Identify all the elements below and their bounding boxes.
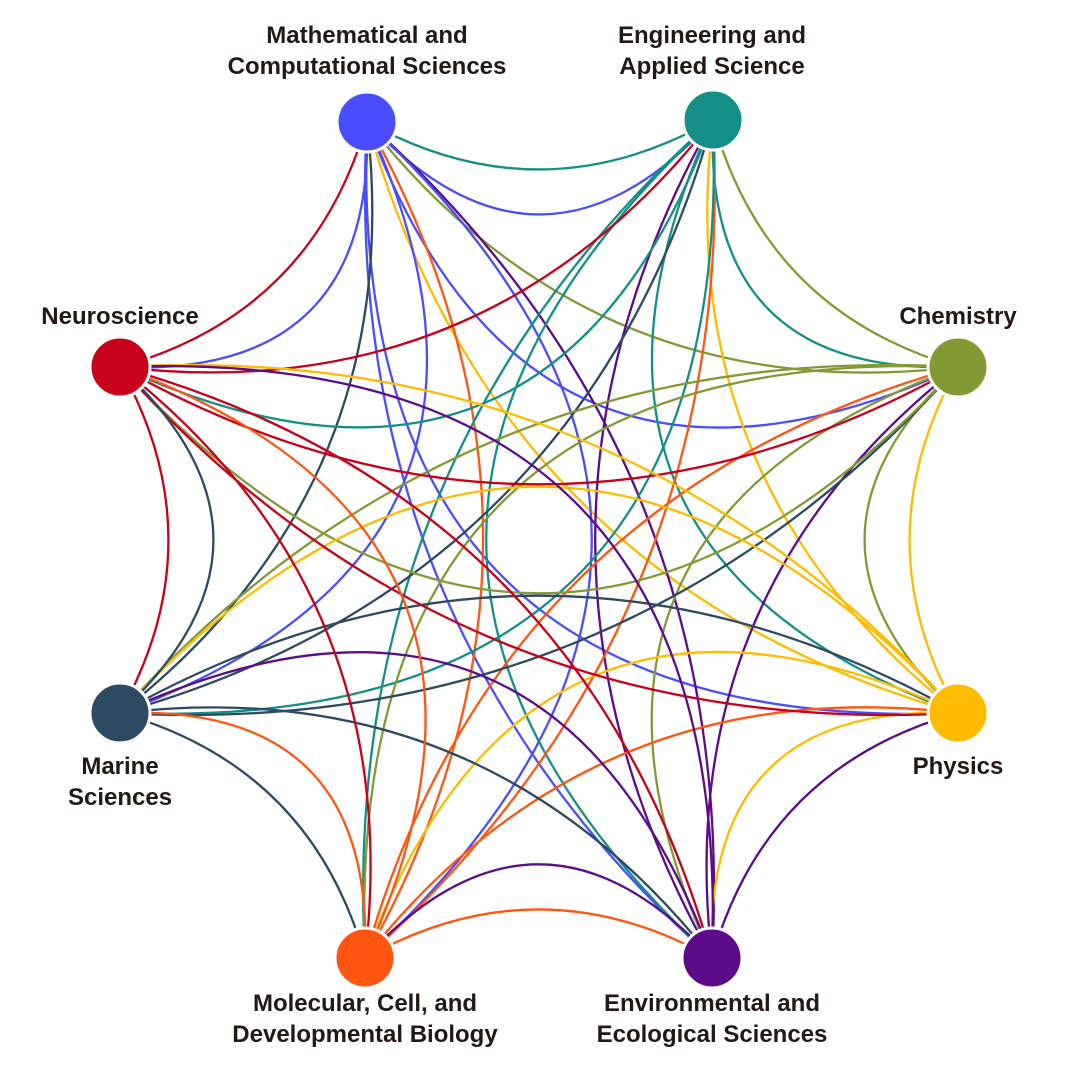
- edge-phys-marine-phys: [119, 485, 959, 714]
- edge-eng-mcdb-eng: [362, 119, 714, 959]
- edge-chem-marine-marine: [119, 366, 959, 717]
- edge-phys-mcdb-mcdb: [364, 706, 959, 959]
- node-eng: [681, 88, 745, 152]
- edge-math-marine-marine: [119, 121, 374, 714]
- edge-env-marine-env: [119, 651, 714, 959]
- edge-phys-neuro-phys: [119, 363, 959, 714]
- label-neuroscience: Neuroscience: [41, 303, 199, 330]
- label-chemistry: Chemistry: [899, 303, 1017, 330]
- edge-math-eng-eng: [366, 118, 714, 171]
- edge-chem-mcdb-chem: [363, 364, 959, 959]
- edge-phys-neuro-neuro: [119, 366, 959, 717]
- edge-chem-marine-chem: [119, 363, 959, 714]
- edge-env-neuro-neuro: [119, 365, 714, 959]
- edge-chem-phys-chem: [863, 366, 959, 714]
- node-neuro: [88, 335, 152, 399]
- edge-env-mcdb-mcdb: [364, 908, 713, 960]
- edge-phys-env-phys: [710, 711, 959, 959]
- edge-phys-env-env: [710, 711, 959, 959]
- node-math: [335, 90, 399, 154]
- edge-chem-neuro-chem: [119, 366, 959, 595]
- node-mcdb: [333, 926, 397, 990]
- edge-mcdb-marine-mcdb: [119, 711, 367, 959]
- edge-math-env-env: [366, 121, 716, 959]
- label-physics: Physics: [912, 753, 1004, 780]
- edge-phys-marine-marine: [119, 594, 959, 715]
- edge-math-neuro-neuro: [119, 121, 369, 369]
- edge-math-mcdb-mcdb: [363, 121, 485, 959]
- edge-eng-marine-eng: [119, 119, 715, 715]
- edge-env-marine-marine: [119, 706, 713, 959]
- edge-math-mcdb-math: [364, 121, 593, 959]
- edge-eng-env-eng: [485, 119, 714, 959]
- edge-marine-neuro-neuro: [118, 366, 170, 714]
- edge-chem-phys-phys: [908, 366, 960, 714]
- edges: [118, 118, 960, 960]
- edge-eng-mcdb-mcdb: [364, 119, 716, 959]
- edge-eng-neuro-eng: [119, 119, 715, 429]
- node-chem: [926, 335, 990, 399]
- edge-mcdb-marine-marine: [119, 711, 367, 959]
- edge-math-phys-math: [365, 121, 959, 715]
- edge-env-neuro-env: [119, 364, 714, 959]
- edge-eng-chem-chem: [711, 119, 959, 369]
- edge-eng-neuro-neuro: [119, 119, 714, 374]
- node-marine: [88, 681, 152, 745]
- node-env: [680, 926, 744, 990]
- node-phys: [926, 681, 990, 745]
- edge-marine-neuro-marine: [119, 366, 215, 714]
- nodes: [88, 88, 990, 990]
- edge-env-mcdb-env: [364, 863, 713, 959]
- edge-math-eng-math: [366, 119, 714, 216]
- edge-mcdb-neuro-mcdb: [119, 365, 427, 959]
- edge-eng-phys-eng: [650, 119, 959, 715]
- edge-math-env-math: [363, 121, 713, 959]
- edge-mcdb-neuro-neuro: [119, 366, 372, 959]
- edge-chem-env-env: [705, 366, 959, 959]
